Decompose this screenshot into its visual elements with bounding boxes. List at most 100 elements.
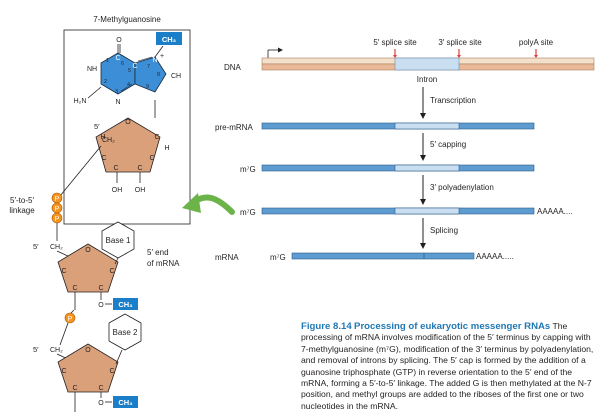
nuc1-c-b2: C: [98, 285, 103, 292]
processing-scheme: 5′ splice site 3′ splice site polyA site…: [215, 38, 595, 262]
atom-h2n: H₂N: [74, 98, 87, 105]
nuc2-o-bottom: O: [98, 400, 104, 407]
second-nucleotide: P 5′ CH₂ O C C C C Base 2 O CH₃: [33, 309, 142, 412]
ring-num-3: 3: [115, 89, 118, 95]
polya-tail-1: AAAAA....: [537, 207, 573, 216]
nuc1-c-right: C: [109, 268, 114, 275]
nuc1-ribose: [57, 243, 119, 293]
ring-num-5: 5: [128, 68, 131, 74]
atom-ch: CH: [171, 73, 181, 80]
ring-num-1: 1: [106, 58, 109, 64]
capped-intron: [394, 164, 460, 172]
step-capping: 5′ capping: [430, 140, 466, 149]
polya-tail-2: AAAAA.....: [476, 252, 514, 261]
row-label-dna: DNA: [224, 63, 242, 72]
phosphate-4: [64, 312, 76, 324]
phosphate-3-label: P: [55, 216, 60, 223]
site-label-3splice: 3′ splice site: [438, 38, 482, 47]
amino-bond: [87, 86, 102, 99]
atom-n3: N: [115, 99, 120, 106]
phosphate-1-label: P: [55, 196, 60, 203]
row-label-m7g-1: m⁷G: [240, 165, 256, 174]
nuc1-end-line2: of mRNA: [147, 259, 180, 268]
nuc1-c-b1: C: [72, 285, 77, 292]
nuc1-ch2: CH₂: [50, 244, 63, 251]
atom-nh: NH: [87, 66, 97, 73]
atom-c5: C: [132, 63, 137, 70]
row-label-m7g-3: m⁷G: [270, 253, 286, 262]
nuc2-ch3-label: CH₃: [118, 398, 133, 407]
nuc1-5prime: 5′: [33, 242, 39, 251]
nuc1-ch3-box: [113, 298, 138, 310]
nuc1-end-line1: 5′ end: [147, 248, 169, 257]
nuc1-o-bottom: O: [98, 302, 104, 309]
atom-c4: C: [132, 85, 137, 92]
atom-n7: N: [152, 57, 157, 64]
ring-num-9: 9: [146, 84, 149, 90]
structure-title: 7-Methylguanosine: [93, 15, 161, 24]
ring-num-6: 6: [121, 61, 124, 67]
atom-c6: C: [115, 55, 120, 62]
step-splicing: Splicing: [430, 226, 458, 235]
guanine-five-ring: [134, 56, 167, 93]
site-label-5splice: 5′ splice site: [373, 38, 417, 47]
sugar-top-h-right: H: [164, 145, 169, 152]
nuc2-base-label: Base 2: [113, 328, 138, 337]
sugar-top-c-b2: C: [137, 165, 142, 172]
sugar-top-ch2: CH₂: [102, 137, 115, 144]
polyadenylated-intron: [394, 207, 460, 215]
ring-num-4: 4: [127, 82, 130, 88]
sugar-top-o: O: [125, 119, 131, 126]
triphosphate-linkage: 5′-to-5′ linkage P P P: [9, 192, 63, 241]
phosphate-2-label: P: [55, 206, 60, 213]
nuc2-c-b1: C: [72, 385, 77, 392]
sugar-top-c-b1: C: [113, 165, 118, 172]
dna-intron-region: [394, 57, 460, 71]
atom-c2: C: [98, 85, 103, 92]
pre-mrna-intron: [394, 122, 460, 130]
ribose-sugar-top: [95, 117, 161, 173]
step-polyadenylation: 3′ polyadenylation: [430, 183, 494, 192]
nuc2-ch3-box: [113, 396, 138, 408]
figure-number: Figure 8.14: [301, 321, 352, 332]
sugar-top-oh-right: OH: [135, 187, 146, 194]
first-nucleotide: 5′ CH₂ O C C C C Base 1 5′ end of mRNA O…: [33, 221, 180, 310]
atom-n9: N: [153, 93, 158, 100]
atom-plus: +: [160, 53, 164, 60]
nuc2-base-hexagon: [108, 313, 142, 351]
methylguanosine-structure: 7-Methylguanosine O C NH C C C N H₂N N +…: [59, 15, 191, 225]
nuc1-c-left: C: [61, 268, 66, 275]
nuc2-ring-o: O: [85, 347, 91, 354]
sugar-top-c-right: C: [149, 155, 154, 162]
methyl-bond: [154, 45, 164, 58]
row-label-pre-mrna: pre-mRNA: [215, 123, 253, 132]
ring-num-7: 7: [147, 64, 150, 70]
atom-o-carbonyl: O: [116, 37, 122, 44]
nuc1-ch3-label: CH₃: [118, 300, 133, 309]
linkage-label-line1: 5′-to-5′: [10, 196, 34, 205]
intron-label: Intron: [417, 75, 437, 84]
site-label-polya: polyA site: [519, 38, 554, 47]
sugar-top-5prime: 5′: [94, 122, 100, 131]
step-transcription: Transcription: [430, 96, 476, 105]
nuc2-c-b2: C: [98, 385, 103, 392]
ring-num-8: 8: [157, 72, 160, 78]
row-label-m7g-2: m⁷G: [240, 208, 256, 217]
ch3-box-top: [156, 32, 182, 45]
linkage-label-line2: linkage: [9, 206, 35, 215]
nuc2-c-right: C: [109, 368, 114, 375]
row-label-mrna: mRNA: [215, 253, 239, 262]
sugar-top-c-left: C: [101, 155, 106, 162]
phosphate-4-label: P: [68, 316, 73, 323]
ch2-to-phosphate-bond: [59, 145, 102, 197]
mature-mrna-bar: [291, 252, 475, 260]
figure-caption: Figure 8.14 Processing of eukaryotic mes…: [301, 321, 597, 412]
green-arrowhead: [182, 193, 201, 213]
nuc2-c-left: C: [61, 368, 66, 375]
sugar-top-c-upper: C: [154, 134, 159, 141]
nuc2-5prime: 5′: [33, 345, 39, 354]
sugar-top-oh-left: OH: [112, 187, 123, 194]
nuc1-base-label: Base 1: [106, 236, 131, 245]
ch3-label-top: CH₃: [162, 35, 177, 44]
